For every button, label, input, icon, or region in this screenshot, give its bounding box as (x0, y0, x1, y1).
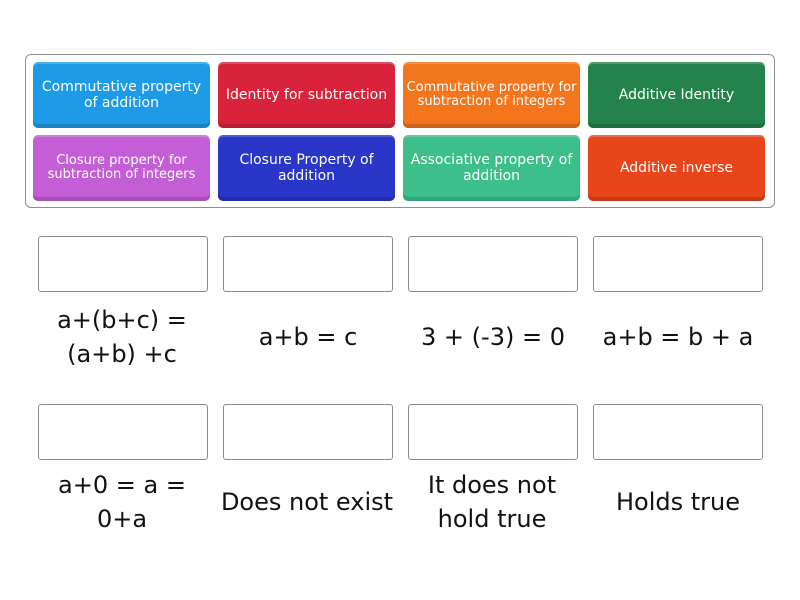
target-label-inverse: 3 + (-3) = 0 (421, 323, 565, 351)
drop-zone-5[interactable] (38, 404, 208, 460)
tile-additive-inverse[interactable]: Additive inverse (588, 135, 765, 201)
tile-commutative-subtraction-integers[interactable]: Commutative property for subtraction of … (403, 62, 580, 128)
target-label-identity: a+0 = a = 0+a (58, 471, 186, 533)
drop-zone-7[interactable] (408, 404, 578, 460)
tile-identity-subtraction[interactable]: Identity for subtraction (218, 62, 395, 128)
drop-zone-4[interactable] (593, 236, 763, 292)
target-label-does-not-hold: It does not hold true (427, 471, 557, 533)
drop-zone-1[interactable] (38, 236, 208, 292)
target-label-commutative: a+b = b + a (602, 323, 754, 351)
tile-commutative-addition[interactable]: Commutative property of addition (33, 62, 210, 128)
drop-zone-2[interactable] (223, 236, 393, 292)
tile-closure-subtraction-integers[interactable]: Closure property for subtraction of inte… (33, 135, 210, 201)
target-label-closure: a+b = c (258, 323, 358, 351)
drop-zone-3[interactable] (408, 236, 578, 292)
target-label-holds-true: Holds true (615, 488, 741, 516)
tile-associative-addition[interactable]: Associative property of addition (403, 135, 580, 201)
drop-zone-8[interactable] (593, 404, 763, 460)
target-label-does-not-exist: Does not exist (220, 488, 394, 516)
drop-zone-6[interactable] (223, 404, 393, 460)
target-label-associative: a+(b+c) = (a+b) +c (57, 306, 187, 368)
tile-closure-addition[interactable]: Closure Property of addition (218, 135, 395, 201)
tile-additive-identity[interactable]: Additive Identity (588, 62, 765, 128)
